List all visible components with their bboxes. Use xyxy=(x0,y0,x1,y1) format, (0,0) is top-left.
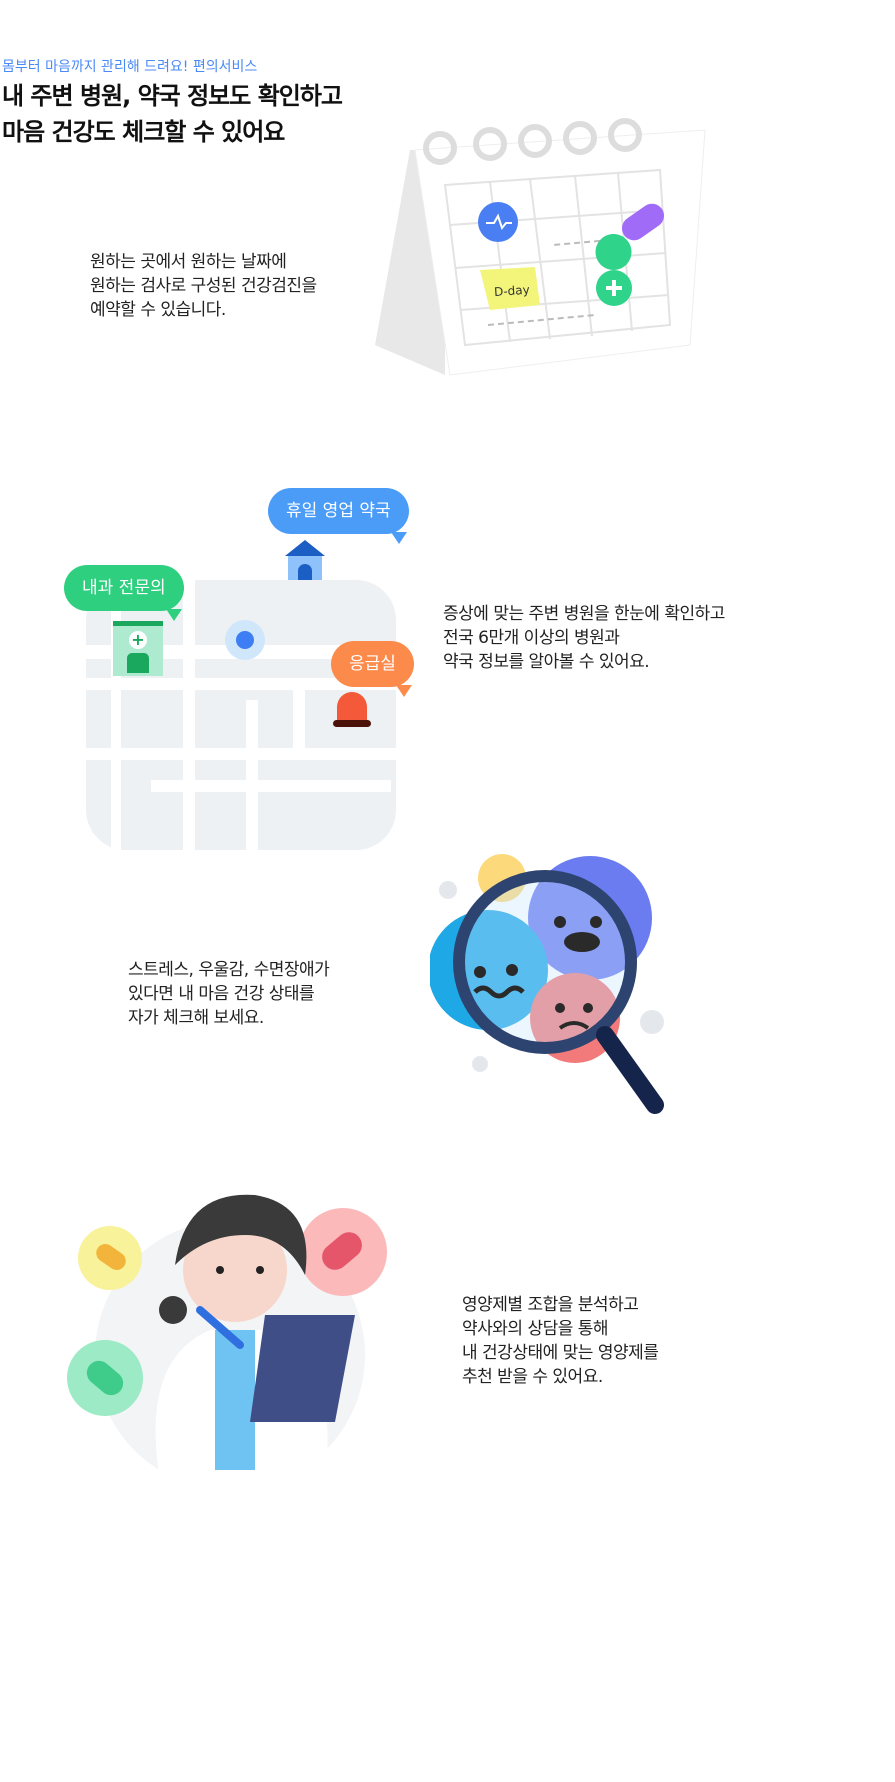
page-title: 내 주변 병원, 약국 정보도 확인하고 마음 건강도 체크할 수 있어요 xyxy=(2,78,343,150)
magnifier-emotions-illustration xyxy=(430,854,664,1114)
title-line: 내 주변 병원, 약국 정보도 확인하고 xyxy=(2,82,343,110)
desc-line: 내 건강상태에 맞는 영양제를 xyxy=(462,1343,659,1363)
siren-icon xyxy=(333,692,371,728)
section-2-description: 증상에 맞는 주변 병원을 한눈에 확인하고 전국 6만개 이상의 병원과 약국… xyxy=(443,602,725,674)
desc-line: 약사와의 상담을 통해 xyxy=(462,1319,609,1339)
desc-line: 자가 체크해 보세요. xyxy=(128,1008,264,1028)
desc-line: 있다면 내 마음 건강 상태를 xyxy=(128,984,315,1004)
desc-line: 약국 정보를 알아볼 수 있어요. xyxy=(443,652,650,672)
title-line: 마음 건강도 체크할 수 있어요 xyxy=(2,118,285,146)
clinic-bubble[interactable]: 내과 전문의 xyxy=(64,565,184,621)
calendar-illustration: D-day xyxy=(375,118,706,376)
desc-line: 영양제별 조합을 분석하고 xyxy=(462,1295,639,1315)
desc-line: 원하는 곳에서 원하는 날짜에 xyxy=(90,252,287,272)
eyebrow-text: 몸부터 마음까지 관리해 드려요! 편의서비스 xyxy=(2,59,258,75)
sticky-note-text: D-day xyxy=(494,283,531,299)
section-4-description: 영양제별 조합을 분석하고 약사와의 상담을 통해 내 건강상태에 맞는 영양제… xyxy=(462,1293,659,1389)
desc-line: 증상에 맞는 주변 병원을 한눈에 확인하고 xyxy=(443,604,725,624)
pharmacy-bubble[interactable]: 휴일 영업 약국 xyxy=(268,488,409,544)
sticky-note xyxy=(480,267,540,310)
clinic-building-icon: + xyxy=(113,621,163,676)
section-3-description: 스트레스, 우울감, 수면장애가 있다면 내 마음 건강 상태를 자가 체크해 … xyxy=(128,958,330,1030)
current-location-icon xyxy=(225,620,265,660)
desc-line: 스트레스, 우울감, 수면장애가 xyxy=(128,960,330,980)
clipboard xyxy=(250,1315,355,1422)
heartbeat-icon xyxy=(478,202,518,242)
section-1-description: 원하는 곳에서 원하는 날짜에 원하는 검사로 구성된 건강검진을 예약할 수 … xyxy=(90,250,317,322)
emergency-bubble[interactable]: 응급실 xyxy=(331,641,414,697)
pharmacist-illustration xyxy=(67,1194,387,1480)
desc-line: 예약할 수 있습니다. xyxy=(90,300,226,320)
desc-line: 원하는 검사로 구성된 건강검진을 xyxy=(90,276,317,296)
pharmacy-house-icon xyxy=(285,540,325,580)
desc-line: 추천 받을 수 있어요. xyxy=(462,1367,603,1387)
pill-icon xyxy=(621,203,665,241)
desc-line: 전국 6만개 이상의 병원과 xyxy=(443,628,620,648)
